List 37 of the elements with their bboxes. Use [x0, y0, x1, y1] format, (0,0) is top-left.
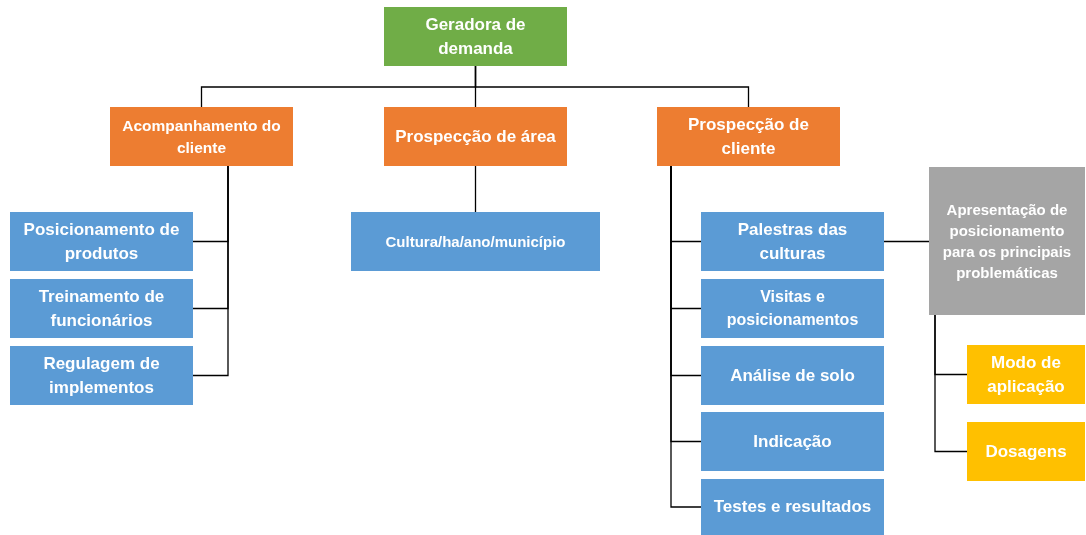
process-box	[701, 212, 884, 271]
box-label: Palestras das culturas	[736, 218, 849, 265]
box-label: Acompanhamento do cliente	[121, 115, 282, 158]
process-box	[967, 345, 1085, 404]
process-box	[701, 279, 884, 338]
process-box	[701, 479, 884, 535]
process-box	[10, 346, 193, 405]
box-label: Dosagens	[985, 440, 1067, 463]
process-box	[384, 7, 567, 66]
process-box	[657, 107, 840, 166]
process-box	[967, 422, 1085, 481]
box-label: Modo de aplicação	[986, 351, 1066, 398]
box-label: Apresentação de posicionamento para os principais problemáticas	[941, 200, 1073, 283]
box-label: Indicação	[753, 430, 832, 453]
box-label: Análise de solo	[730, 364, 855, 387]
process-box	[701, 412, 884, 471]
box-label: Prospecção de área	[395, 125, 556, 148]
process-box	[10, 212, 193, 271]
process-box	[351, 212, 600, 271]
process-box	[701, 346, 884, 405]
connector-line	[474, 165, 477, 213]
box-label: Treinamento de funcionários	[37, 285, 166, 332]
box-label: Geradora de demanda	[424, 13, 527, 60]
process-box	[384, 107, 567, 166]
box-label: Regulagem de implementos	[42, 352, 161, 399]
connector-line	[883, 240, 930, 243]
process-box	[929, 167, 1085, 315]
connector-line	[474, 65, 750, 108]
box-label: Posicionamento de produtos	[22, 218, 181, 265]
process-box	[10, 279, 193, 338]
box-label: Testes e resultados	[713, 496, 872, 519]
box-label: Cultura/ha/ano/município	[385, 232, 566, 252]
connector-line	[934, 314, 968, 453]
process-box	[110, 107, 293, 166]
box-label: Visitas e posicionamentos	[725, 287, 860, 330]
box-label: Prospecção de cliente	[687, 113, 810, 160]
connector-line	[192, 165, 229, 377]
